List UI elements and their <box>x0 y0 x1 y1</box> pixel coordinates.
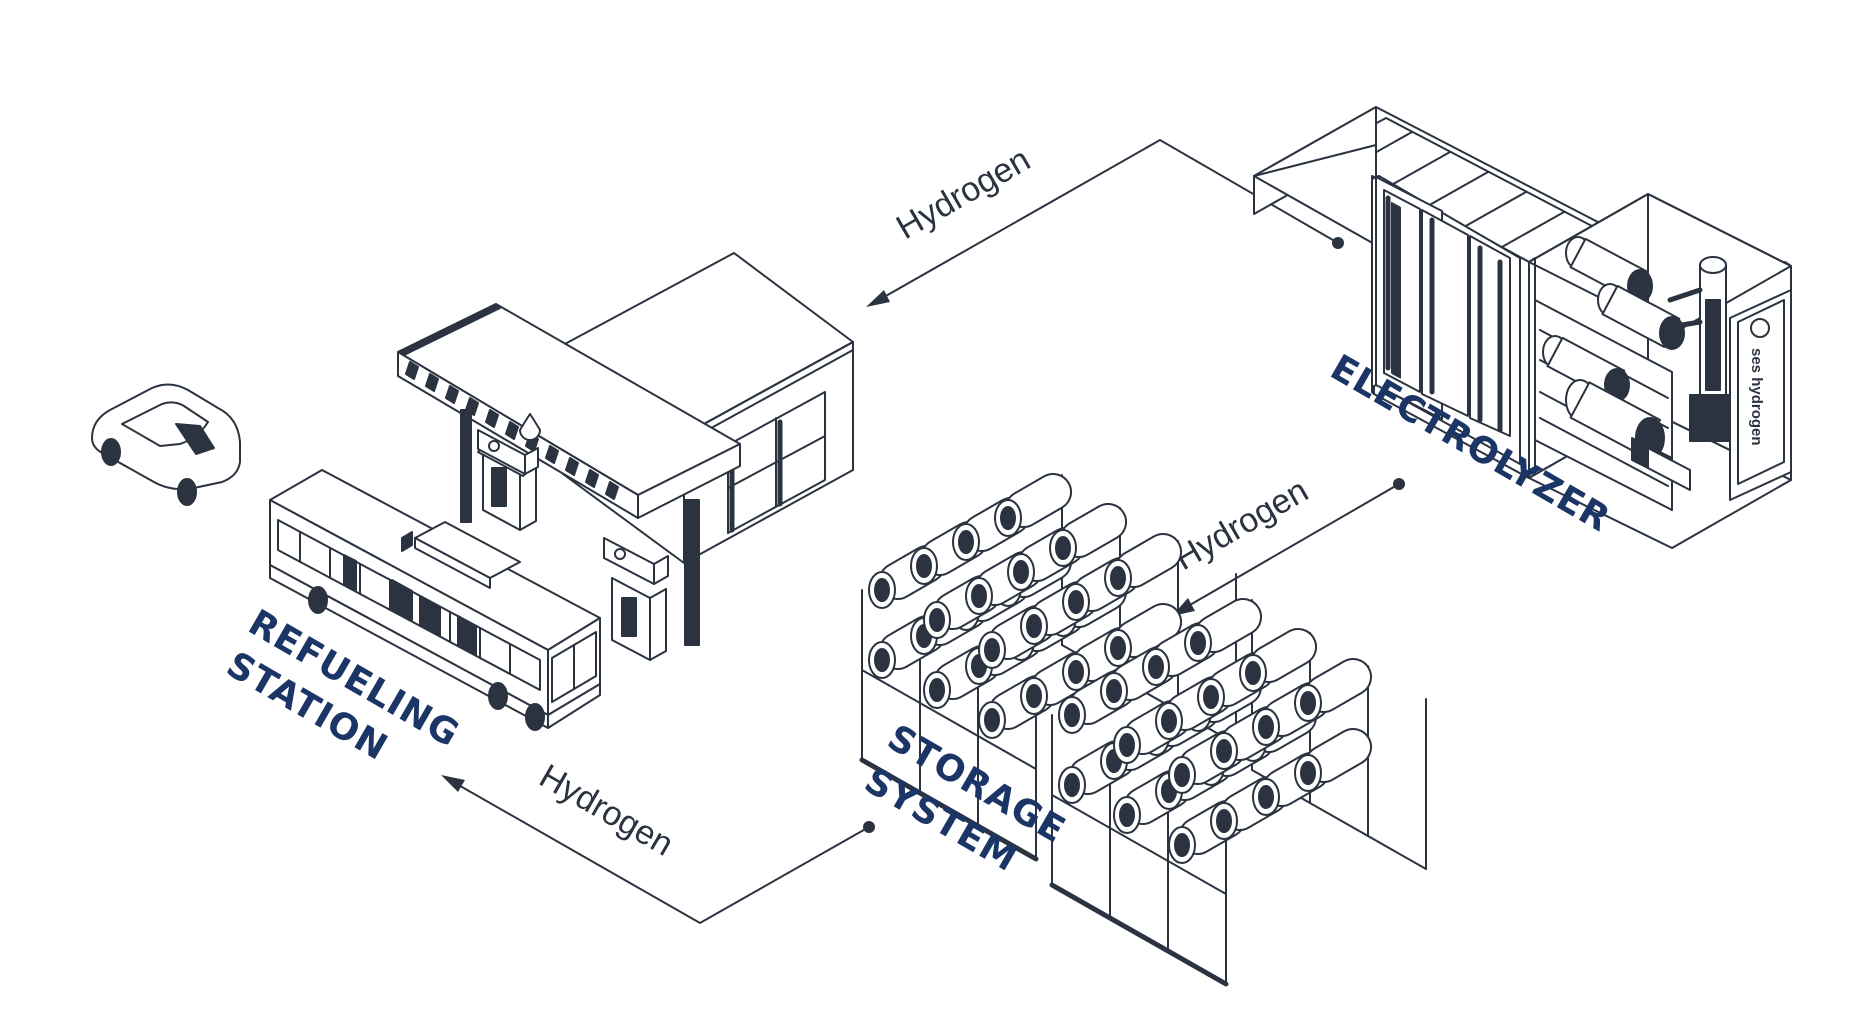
station-building <box>397 252 854 661</box>
hydrogen-cylinder <box>1294 728 1373 792</box>
storage-rack-2 <box>1049 598 1427 987</box>
flow-arrow-storage-to-station <box>441 775 875 925</box>
bus-illustration <box>269 469 601 731</box>
electrolyzer-brand-label: ses hydrogen <box>1748 348 1765 446</box>
dispenser-2 <box>603 537 669 661</box>
hydrogen-cylinder <box>1294 658 1373 722</box>
flow-arrow-electrolyzer-to-station <box>866 138 1344 307</box>
hydrogen-drop-icon <box>519 413 541 441</box>
ses-logo-icon <box>1750 318 1770 338</box>
hydrogen-cylinder <box>1104 533 1183 597</box>
dispenser-1 <box>477 429 539 531</box>
flow-label-middle: Hydrogen <box>1168 471 1315 578</box>
rack-rail <box>1049 882 1229 987</box>
storage-rack-1 <box>859 473 1237 862</box>
rack-rail <box>1051 794 1227 895</box>
hydrogen-cylinder <box>994 473 1073 537</box>
electrolyzer-illustration: ses hydrogen <box>1253 106 1792 549</box>
flow-label-bottom: Hydrogen <box>533 757 680 864</box>
rack-rail <box>861 669 1037 770</box>
electrolyzer-cylinders <box>1542 236 1685 459</box>
rack-rail <box>859 757 1039 862</box>
hydrogen-cylinder <box>1239 628 1318 692</box>
hydrogen-cylinder <box>1184 598 1263 662</box>
flow-arrow-electrolyzer-to-storage <box>1172 478 1405 616</box>
hydrogen-cylinder <box>1104 603 1183 667</box>
flow-label-top: Hydrogen <box>890 140 1037 247</box>
hydrogen-cylinder <box>1049 503 1128 567</box>
car-illustration <box>91 383 241 506</box>
